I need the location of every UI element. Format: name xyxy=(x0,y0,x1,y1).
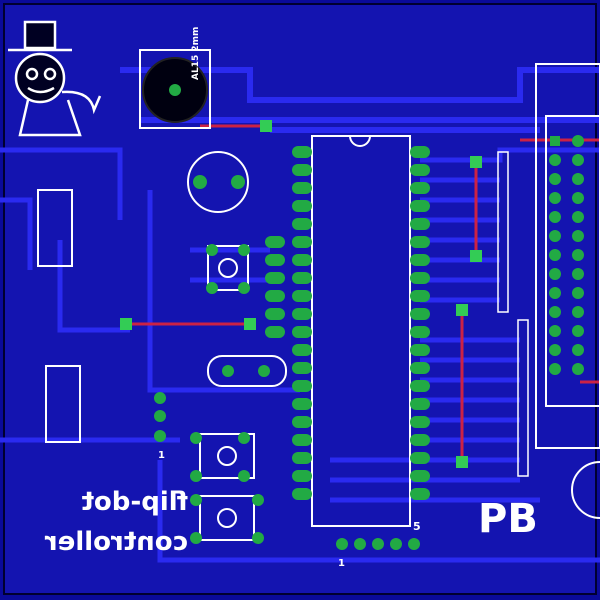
crystal-oscillator xyxy=(207,355,287,387)
title-line1: flip-dot xyxy=(82,487,189,517)
ic-pin5-label: 5 xyxy=(413,520,421,533)
trace-bundle-top xyxy=(120,67,600,133)
header-left-pads xyxy=(154,392,166,442)
resistor-pads xyxy=(265,236,285,338)
board-title: flip-dot controller xyxy=(45,487,188,557)
title-line2: controller xyxy=(45,527,188,557)
ribbon-connector xyxy=(535,63,600,449)
smd-chip-left-bottom xyxy=(45,365,81,443)
trace-bundle-right xyxy=(330,147,600,503)
header-pin1-bottom: 1 xyxy=(338,558,345,569)
ic-pads-left xyxy=(292,146,312,500)
electrolytic-capacitor xyxy=(187,151,249,213)
buzzer-label: AL15 2mm xyxy=(191,27,201,80)
header-bottom-pads xyxy=(336,538,420,550)
smd-chip-left-top xyxy=(37,189,73,267)
push-button-3 xyxy=(190,494,264,544)
svg-text:PB: PB xyxy=(478,496,538,542)
mounting-hole xyxy=(571,461,600,519)
buzzer-component: AL15 2mm xyxy=(139,27,211,129)
vias xyxy=(120,120,482,468)
push-button-2 xyxy=(190,432,255,482)
ic-pads-right xyxy=(410,146,430,500)
push-button-1 xyxy=(206,244,250,294)
header-strips xyxy=(497,151,529,477)
header-pin1-left: 1 xyxy=(158,450,165,461)
top-hat-mascot-icon xyxy=(8,20,102,137)
trace-bundle-left xyxy=(0,147,600,563)
main-ic: 5 xyxy=(311,135,421,533)
red-traces xyxy=(126,124,600,462)
pb-logo-icon: PB xyxy=(478,496,538,542)
